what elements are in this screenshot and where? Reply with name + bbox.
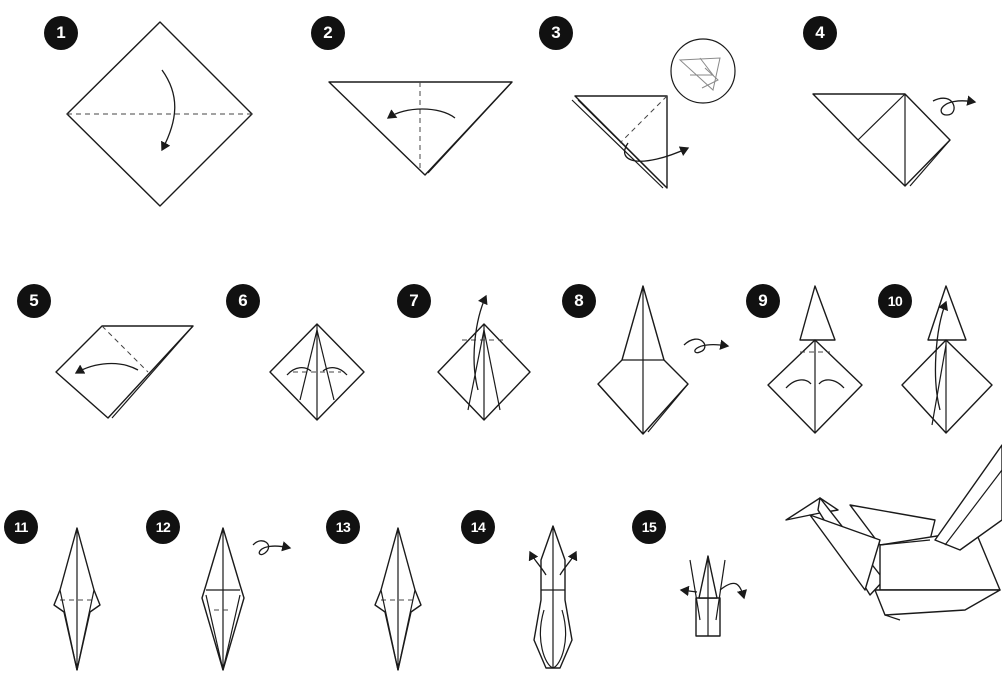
step-number: 1 xyxy=(56,23,65,43)
step-14-figure xyxy=(530,526,576,668)
step-number: 8 xyxy=(574,291,583,311)
step-number: 13 xyxy=(336,519,351,535)
step-11-figure xyxy=(54,528,100,670)
finished-crane-figure xyxy=(786,445,1002,620)
step-number: 11 xyxy=(14,519,28,535)
step-number: 7 xyxy=(409,291,418,311)
step-1-figure xyxy=(67,22,252,206)
step-number: 9 xyxy=(758,291,767,311)
step-badge-3: 3 xyxy=(539,16,573,50)
step-badge-11: 11 xyxy=(4,510,38,544)
step-8-figure xyxy=(598,286,728,434)
step-number: 14 xyxy=(471,519,486,535)
step-number: 12 xyxy=(156,519,171,535)
step-9-figure xyxy=(768,286,862,433)
step-badge-5: 5 xyxy=(17,284,51,318)
step-badge-2: 2 xyxy=(311,16,345,50)
step-badge-12: 12 xyxy=(146,510,180,544)
step-badge-7: 7 xyxy=(397,284,431,318)
step-badge-14: 14 xyxy=(461,510,495,544)
step-badge-15: 15 xyxy=(632,510,666,544)
step-badge-4: 4 xyxy=(803,16,837,50)
step-10-figure xyxy=(902,286,992,433)
step-badge-9: 9 xyxy=(746,284,780,318)
step-13-figure xyxy=(375,528,421,670)
step-15-figure xyxy=(681,556,744,636)
step-number: 5 xyxy=(29,291,38,311)
step-3-figure xyxy=(572,39,735,188)
step-badge-13: 13 xyxy=(326,510,360,544)
step-number: 10 xyxy=(888,293,903,309)
step-number: 3 xyxy=(551,23,560,43)
step-number: 15 xyxy=(642,519,657,535)
step-badge-10: 10 xyxy=(878,284,912,318)
step-2-figure xyxy=(329,82,512,175)
step-badge-8: 8 xyxy=(562,284,596,318)
step-number: 2 xyxy=(323,23,332,43)
step-4-figure xyxy=(813,94,975,186)
step-6-figure xyxy=(270,324,364,420)
step-12-figure xyxy=(202,528,290,670)
step-badge-1: 1 xyxy=(44,16,78,50)
step-number: 6 xyxy=(238,291,247,311)
step-badge-6: 6 xyxy=(226,284,260,318)
step-7-figure xyxy=(438,296,530,420)
step-5-figure xyxy=(56,326,193,418)
step-number: 4 xyxy=(815,23,824,43)
